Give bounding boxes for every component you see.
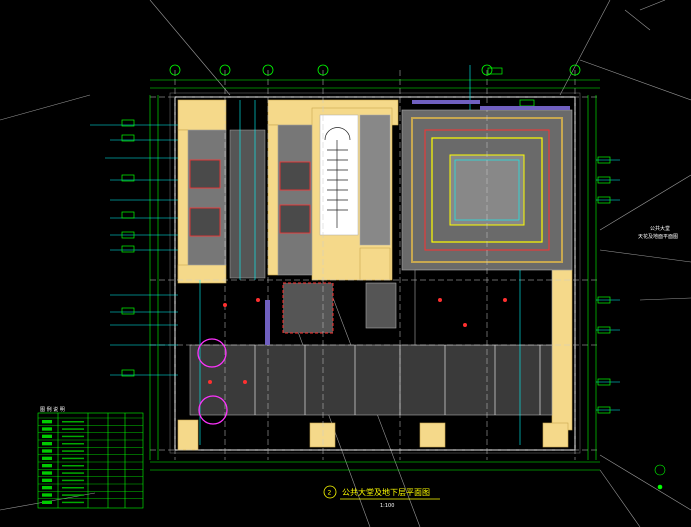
legend-title: 图 例 说 明: [40, 406, 65, 413]
legend-symbol: [42, 434, 52, 438]
legend-description: [62, 472, 84, 474]
legend-symbol: [42, 493, 52, 497]
side-note-line1: 公共大堂: [650, 225, 670, 232]
legend-description: [62, 494, 84, 496]
grid-bubbles: [169, 64, 581, 76]
legend-symbol: [42, 471, 52, 475]
legend-description: [62, 479, 84, 482]
legend-symbol: [42, 420, 52, 424]
ceiling-lines: [199, 65, 521, 445]
title-block: 2 公共大堂及地下层平面图 1:100: [323, 485, 440, 509]
drawing-scale: 1:100: [380, 503, 394, 509]
legend-symbol: [42, 427, 52, 431]
annotation-tags: [121, 67, 611, 414]
fixture-markers: [208, 298, 507, 384]
side-note-line2: 天花及地面平面图: [638, 233, 678, 240]
legend-symbol: [42, 500, 52, 504]
legend-symbol: [42, 442, 52, 446]
legend-description: [62, 457, 84, 460]
legend-symbol: [42, 456, 52, 460]
annotation-leaders: [90, 124, 620, 411]
legend-description: [62, 465, 84, 467]
window-accents: [265, 100, 570, 345]
legend-description: [62, 443, 84, 445]
stair: [324, 127, 351, 228]
title-number: 2: [328, 490, 332, 497]
legend-description: [62, 435, 84, 438]
grid-axes: [150, 70, 600, 460]
highlight-circles: [197, 338, 228, 425]
side-note: 公共大堂 天花及地面平面图: [638, 225, 678, 240]
legend-table: [37, 412, 144, 509]
legend-symbol: [42, 449, 52, 453]
room-fills: [187, 114, 391, 279]
legend-description: [62, 450, 84, 452]
legend-description: [62, 487, 84, 489]
elevator-cabins: [189, 159, 311, 237]
legend-symbol: [42, 464, 52, 468]
legend-description: [62, 501, 84, 504]
north-arrow: [654, 464, 666, 490]
drawing-title: 公共大堂及地下层平面图: [342, 487, 430, 497]
legend-description: [62, 428, 84, 430]
legend-description: [62, 421, 84, 423]
legend-symbol: [42, 478, 52, 482]
legend-rows: [38, 417, 143, 504]
legend-symbol: [42, 486, 52, 490]
lobby-columns: [254, 345, 541, 415]
dimension-lines: [149, 79, 600, 471]
lobby-floor: [189, 269, 553, 416]
title-number-bubble: [323, 485, 337, 499]
